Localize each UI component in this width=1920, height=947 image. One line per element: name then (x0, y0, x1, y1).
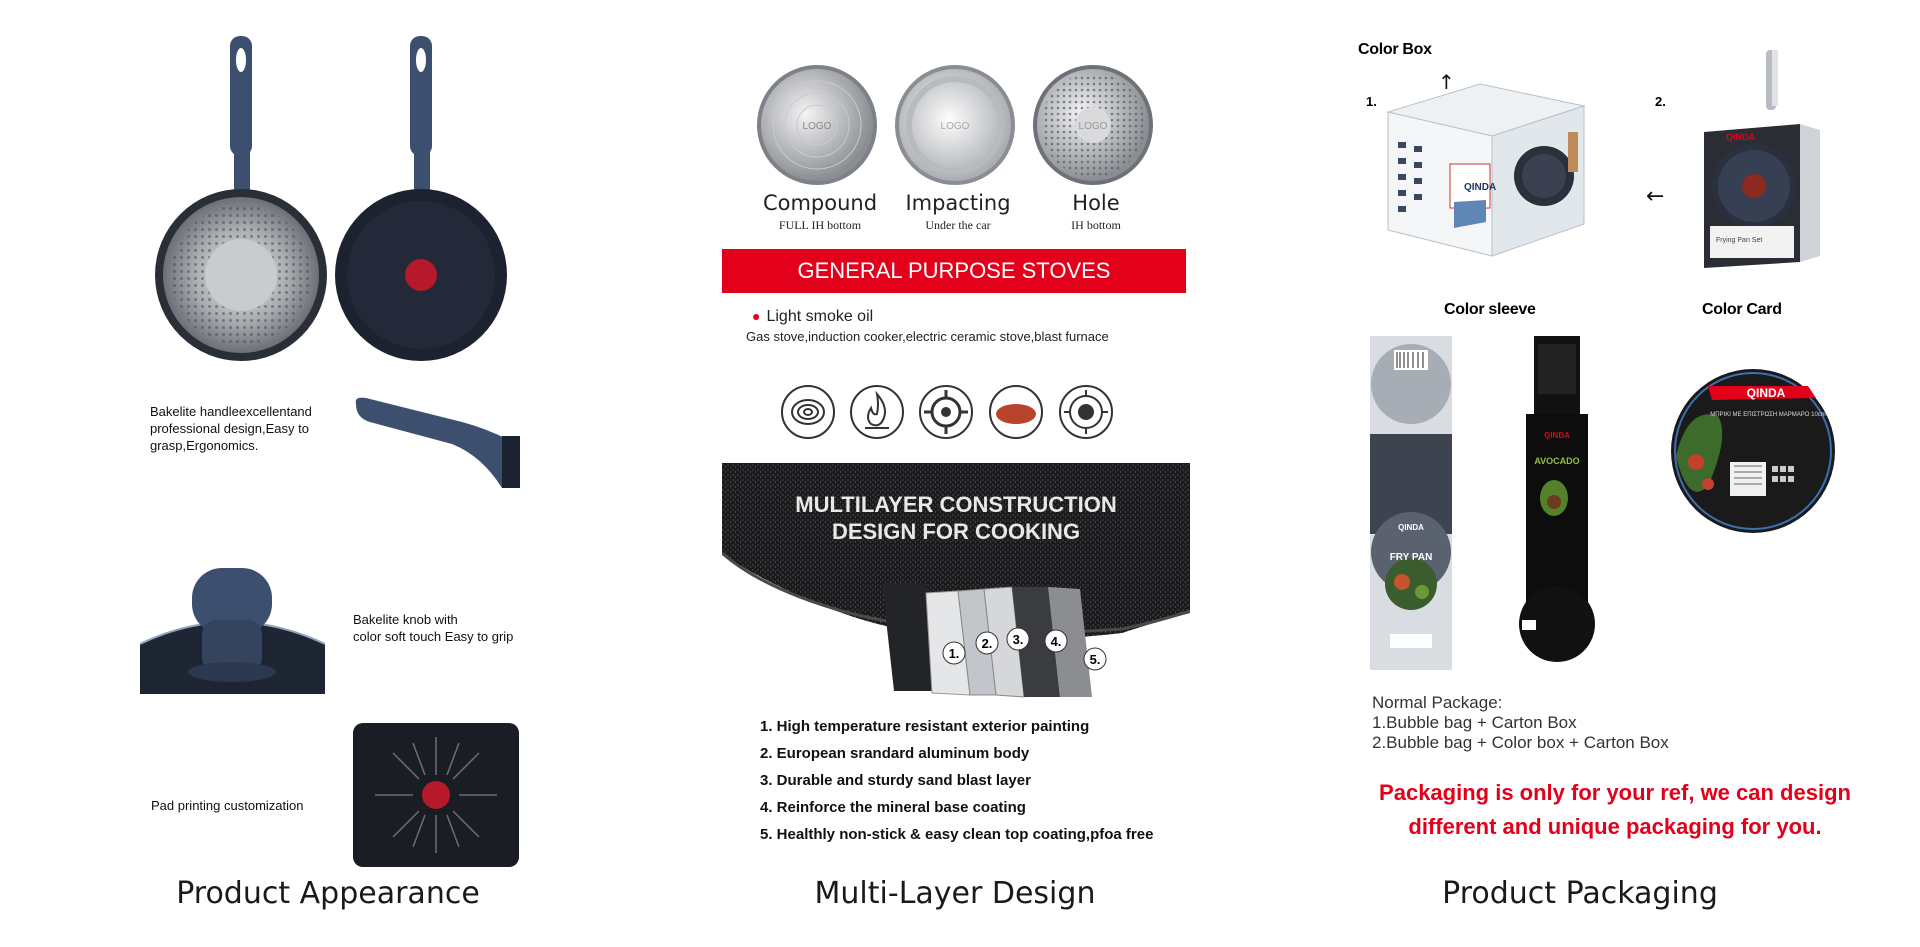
knob-closeup-image (140, 560, 325, 694)
boxed-pan-image: Frying Pan Set QINDA (1704, 50, 1820, 268)
packaging-note-line-2: different and unique packaging for you. (1408, 814, 1822, 839)
sleeve-brand-2: QINDA (1544, 431, 1570, 440)
construction-title-1: MULTILAYER CONSTRUCTION (795, 492, 1116, 517)
multilayer-construction-image: MULTILAYER CONSTRUCTION DESIGN FOR COOKI… (722, 463, 1190, 703)
construction-title-2: DESIGN FOR COOKING (832, 519, 1080, 544)
package-number-1: 1. (1366, 94, 1377, 109)
knob-note: Bakelite knob with color soft touch Easy… (353, 612, 514, 644)
card-subtitle: ΜΠΡΙΚΙ ΜΕ ΕΠΙΣΤΡΩΣΗ ΜΑΡΜΑΡΟ 10cm (1710, 412, 1826, 418)
boxed-brand: QINDA (1726, 132, 1756, 142)
bottom-sub-compound: FULL IH bottom (778, 218, 862, 232)
feature-item: 5. Healthly non-stick & easy clean top c… (760, 826, 1154, 843)
pan-top-image (335, 36, 507, 361)
bottom-sub-hole: IH bottom (1071, 218, 1121, 232)
packaging-caption: Product Packaging (1442, 876, 1718, 911)
bottom-label-compound: Compound (762, 191, 878, 215)
handle-closeup-image (355, 397, 520, 488)
color-sleeve-light-image: FRY PAN QINDA (1370, 336, 1452, 670)
bottom-sub-impacting: Under the car (925, 218, 991, 232)
pad-printing-image (353, 723, 519, 867)
normal-package-title: Normal Package: (1372, 693, 1503, 712)
layer-number: 2. (982, 636, 993, 651)
arrow-left-icon: ← (1646, 184, 1665, 209)
sleeve-brand: QINDA (1398, 523, 1424, 532)
layer-number: 1. (949, 646, 960, 661)
multilayer-caption: Multi-Layer Design (814, 876, 1096, 911)
bottom-label-impacting: Impacting (905, 191, 1011, 215)
packaging-note: Packaging is only for your ref, we can d… (1350, 776, 1880, 844)
gas-burner-icon (919, 385, 973, 439)
light-smoke-bullet: ● Light smoke oil (752, 308, 873, 326)
layer-number: 4. (1051, 634, 1062, 649)
layer-number: 5. (1090, 652, 1101, 667)
feature-item: 3. Durable and sturdy sand blast layer (760, 772, 1031, 789)
normal-package-line: 1.Bubble bag + Carton Box (1372, 713, 1577, 732)
color-card-title: Color Card (1702, 301, 1782, 318)
sleeve-avocado: AVOCADO (1534, 456, 1579, 466)
gas-flame-icon (850, 385, 904, 439)
logo-text: LOGO (941, 121, 970, 132)
stoves-line: Gas stove,induction cooker,electric cera… (746, 329, 1109, 344)
feature-item: 4. Reinforce the mineral base coating (760, 799, 1026, 816)
color-sleeve-dark-image: QINDA AVOCADO (1519, 336, 1595, 662)
bullet-text: Light smoke oil (766, 308, 874, 325)
hole-bottom-image: LOGO (1033, 65, 1153, 185)
normal-package-line: 2.Bubble bag + Color box + Carton Box (1372, 733, 1669, 752)
feature-item: 1. High temperature resistant exterior p… (760, 718, 1090, 735)
pan-bottom-image (155, 36, 327, 361)
electric-coil-icon (781, 385, 835, 439)
color-sleeve-title: Color sleeve (1444, 301, 1536, 318)
impacting-bottom-image: LOGO (895, 65, 1015, 185)
logo-text: LOGO (1079, 121, 1108, 132)
appearance-caption: Product Appearance (176, 876, 480, 911)
color-box-title: Color Box (1358, 41, 1432, 58)
sleeve-fry-pan: FRY PAN (1390, 552, 1433, 563)
feature-item: 2. European srandard aluminum body (760, 745, 1030, 762)
package-number-2: 2. (1655, 94, 1666, 109)
bullet-dot-icon: ● (752, 308, 761, 324)
color-card-image: QINDA ΜΠΡΙΚΙ ΜΕ ΕΠΙΣΤΡΩΣΗ ΜΑΡΜΑΡΟ 10cm (1671, 369, 1835, 533)
layer-number: 3. (1013, 632, 1024, 647)
pad-note: Pad printing customization (151, 798, 304, 813)
logo-text: LOGO (803, 121, 832, 132)
handle-note: Bakelite handleexcellentand professional… (150, 404, 312, 453)
bottom-label-hole: Hole (1072, 191, 1120, 215)
compound-bottom-image: LOGO (757, 65, 877, 185)
packaging-note-line-1: Packaging is only for your ref, we can d… (1379, 780, 1851, 805)
general-purpose-banner: GENERAL PURPOSE STOVES (722, 249, 1186, 293)
box-brand: QINDA (1464, 182, 1496, 193)
ceramic-plate-icon (989, 385, 1043, 439)
color-box-image: QINDA (1386, 83, 1586, 257)
induction-icon (1059, 385, 1113, 439)
normal-package-block: Normal Package: 1.Bubble bag + Carton Bo… (1372, 693, 1669, 753)
box-tag: Frying Pan Set (1716, 237, 1762, 244)
arrow-up-icon: ↑ (1438, 70, 1455, 94)
card-brand: QINDA (1747, 386, 1786, 400)
